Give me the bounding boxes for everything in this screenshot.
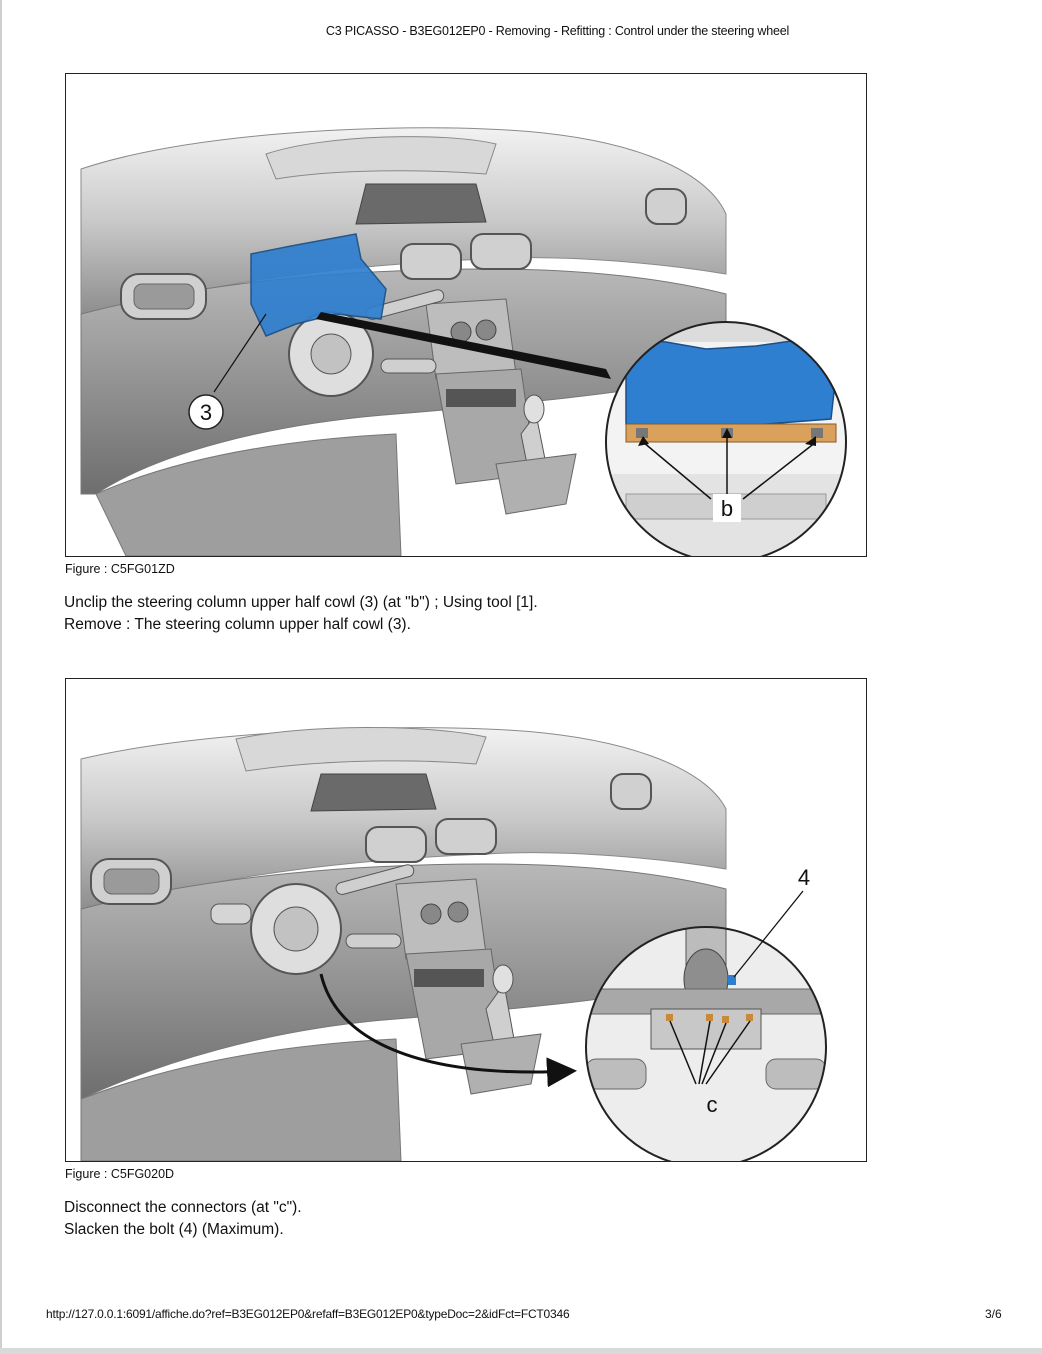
callout-3-circle <box>188 394 224 430</box>
instruction-line: Remove : The steering column upper half … <box>64 616 411 633</box>
figure-2-caption: Figure : C5FG020D <box>65 1167 175 1181</box>
callout-b-bg <box>713 494 741 522</box>
page-bottom-border <box>0 1348 1042 1354</box>
instruction-line: Disconnect the connectors (at "c"). <box>64 1199 302 1216</box>
figure-2-illustration: 4 c <box>80 727 827 1161</box>
figure-2: 4 c <box>65 678 867 1162</box>
figure-1-caption: Figure : C5FG01ZD <box>65 562 175 576</box>
figure-1-illustration: 3 b <box>80 127 847 556</box>
instruction-line: Slacken the bolt (4) (Maximum). <box>64 1221 284 1238</box>
footer-url: http://127.0.0.1:6091/affiche.do?ref=B3E… <box>46 1307 570 1321</box>
callout-3-label: 3 <box>200 400 212 425</box>
callout-b-label: b <box>721 496 733 521</box>
figure-1: 3 b <box>65 73 867 557</box>
page-header-title: C3 PICASSO - B3EG012EP0 - Removing - Ref… <box>325 24 790 38</box>
page-number: 3/6 <box>985 1307 1002 1321</box>
instruction-line: Unclip the steering column upper half co… <box>64 594 538 611</box>
page-left-border <box>0 0 2 1354</box>
figure-1-instructions: Unclip the steering column upper half co… <box>64 592 538 636</box>
callout-c-label: c <box>707 1092 718 1117</box>
figure-2-instructions: Disconnect the connectors (at "c"). Slac… <box>64 1197 302 1241</box>
callout-4-label: 4 <box>798 865 810 890</box>
